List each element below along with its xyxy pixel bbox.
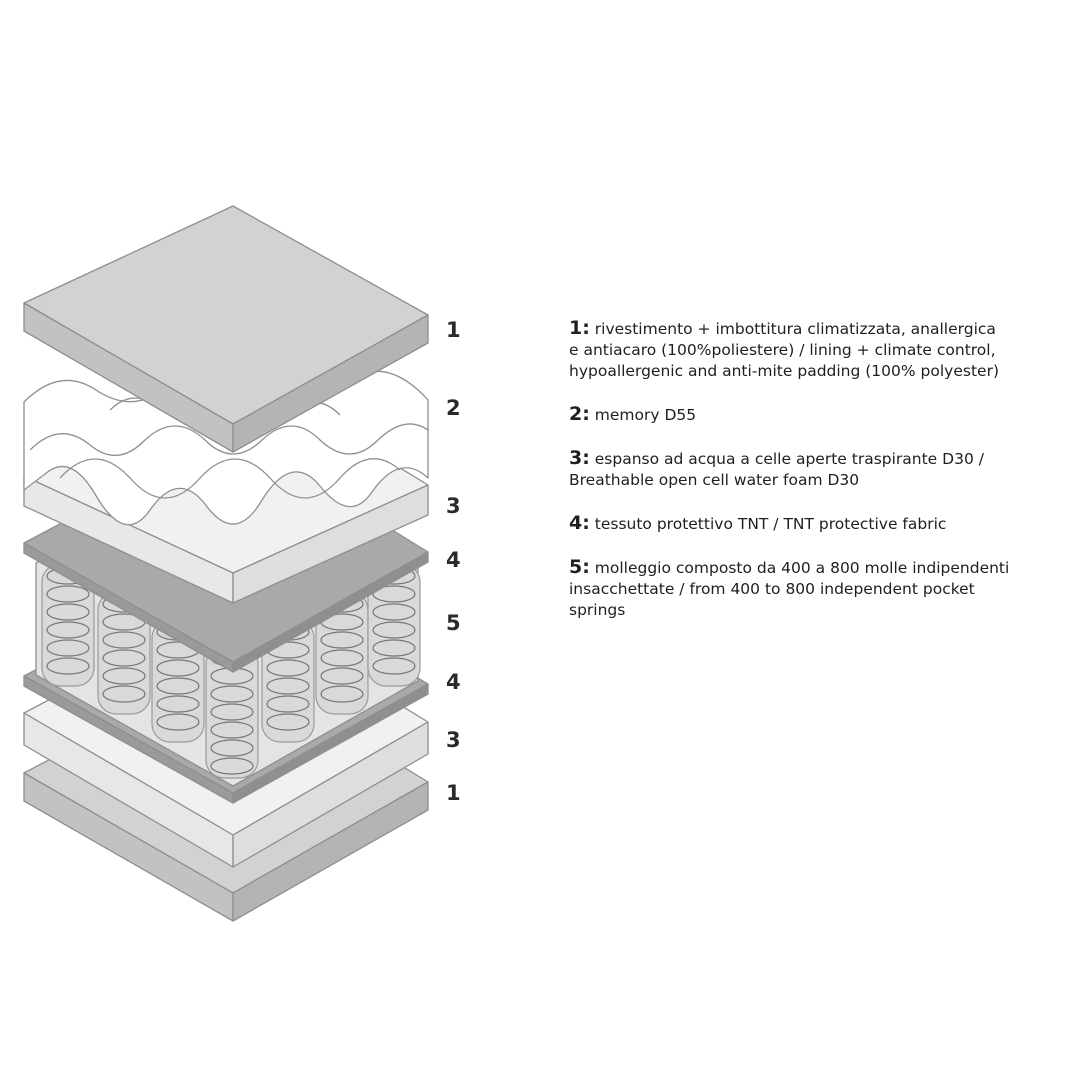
legend-item-4: 4: tessuto protettivo TNT / TNT protecti…	[569, 513, 1059, 535]
spring-coil	[320, 685, 364, 703]
spring-coil	[46, 585, 90, 603]
legend-key: 3:	[569, 447, 590, 469]
spring-coil	[46, 639, 90, 657]
spring-coil	[320, 667, 364, 685]
layer-cover-top	[23, 205, 429, 453]
spring-coil	[372, 657, 416, 675]
spring-coil	[210, 703, 254, 721]
spring-coil	[320, 649, 364, 667]
spring-coil	[266, 659, 310, 677]
spring-coil	[210, 721, 254, 739]
legend-text: rivestimento + imbottitura climatizzata,…	[569, 320, 999, 380]
spring-coil	[46, 657, 90, 675]
layer-label-4-bottom: 4	[446, 670, 461, 694]
spring-coil	[102, 631, 146, 649]
spring-coil	[372, 621, 416, 639]
legend-item-2: 2: memory D55	[569, 404, 1059, 426]
legend-text: memory D55	[594, 406, 697, 424]
legend-key: 4:	[569, 512, 590, 534]
legend-item-1: 1: rivestimento + imbottitura climatizza…	[569, 318, 1059, 382]
spring-coil	[102, 667, 146, 685]
spring-coil	[372, 585, 416, 603]
spring-coil	[210, 757, 254, 775]
layer-label-2: 2	[446, 396, 461, 420]
legend: 1: rivestimento + imbottitura climatizza…	[569, 318, 1059, 643]
legend-key: 5:	[569, 556, 590, 578]
legend-text: espanso ad acqua a celle aperte traspira…	[569, 450, 984, 489]
layer-label-5: 5	[446, 611, 461, 635]
spring-coil	[46, 621, 90, 639]
layer-label-1-top: 1	[446, 318, 461, 342]
spring-coil	[102, 685, 146, 703]
pocket-springs	[41, 563, 421, 779]
spring-coil	[372, 639, 416, 657]
spring-coil	[266, 677, 310, 695]
legend-key: 2:	[569, 403, 590, 425]
spring-coil	[46, 603, 90, 621]
spring-coil	[156, 659, 200, 677]
spring-coil	[156, 713, 200, 731]
spring-coil	[372, 603, 416, 621]
legend-item-3: 3: espanso ad acqua a celle aperte trasp…	[569, 448, 1059, 491]
layer-label-3-bottom: 3	[446, 728, 461, 752]
spring-coil	[266, 695, 310, 713]
legend-key: 1:	[569, 317, 590, 339]
spring-coil	[210, 685, 254, 703]
layer-label-4-top: 4	[446, 548, 461, 572]
legend-text: tessuto protettivo TNT / TNT protective …	[594, 515, 947, 533]
legend-item-5: 5: molleggio composto da 400 a 800 molle…	[569, 557, 1059, 621]
legend-text: molleggio composto da 400 a 800 molle in…	[569, 559, 1010, 619]
spring-coil	[102, 649, 146, 667]
spring-coil	[266, 713, 310, 731]
spring-coil	[156, 695, 200, 713]
layer-label-3-top: 3	[446, 494, 461, 518]
layer-label-1-bottom: 1	[446, 781, 461, 805]
spring-coil	[210, 739, 254, 757]
spring-coil	[156, 677, 200, 695]
spring-coil	[320, 631, 364, 649]
